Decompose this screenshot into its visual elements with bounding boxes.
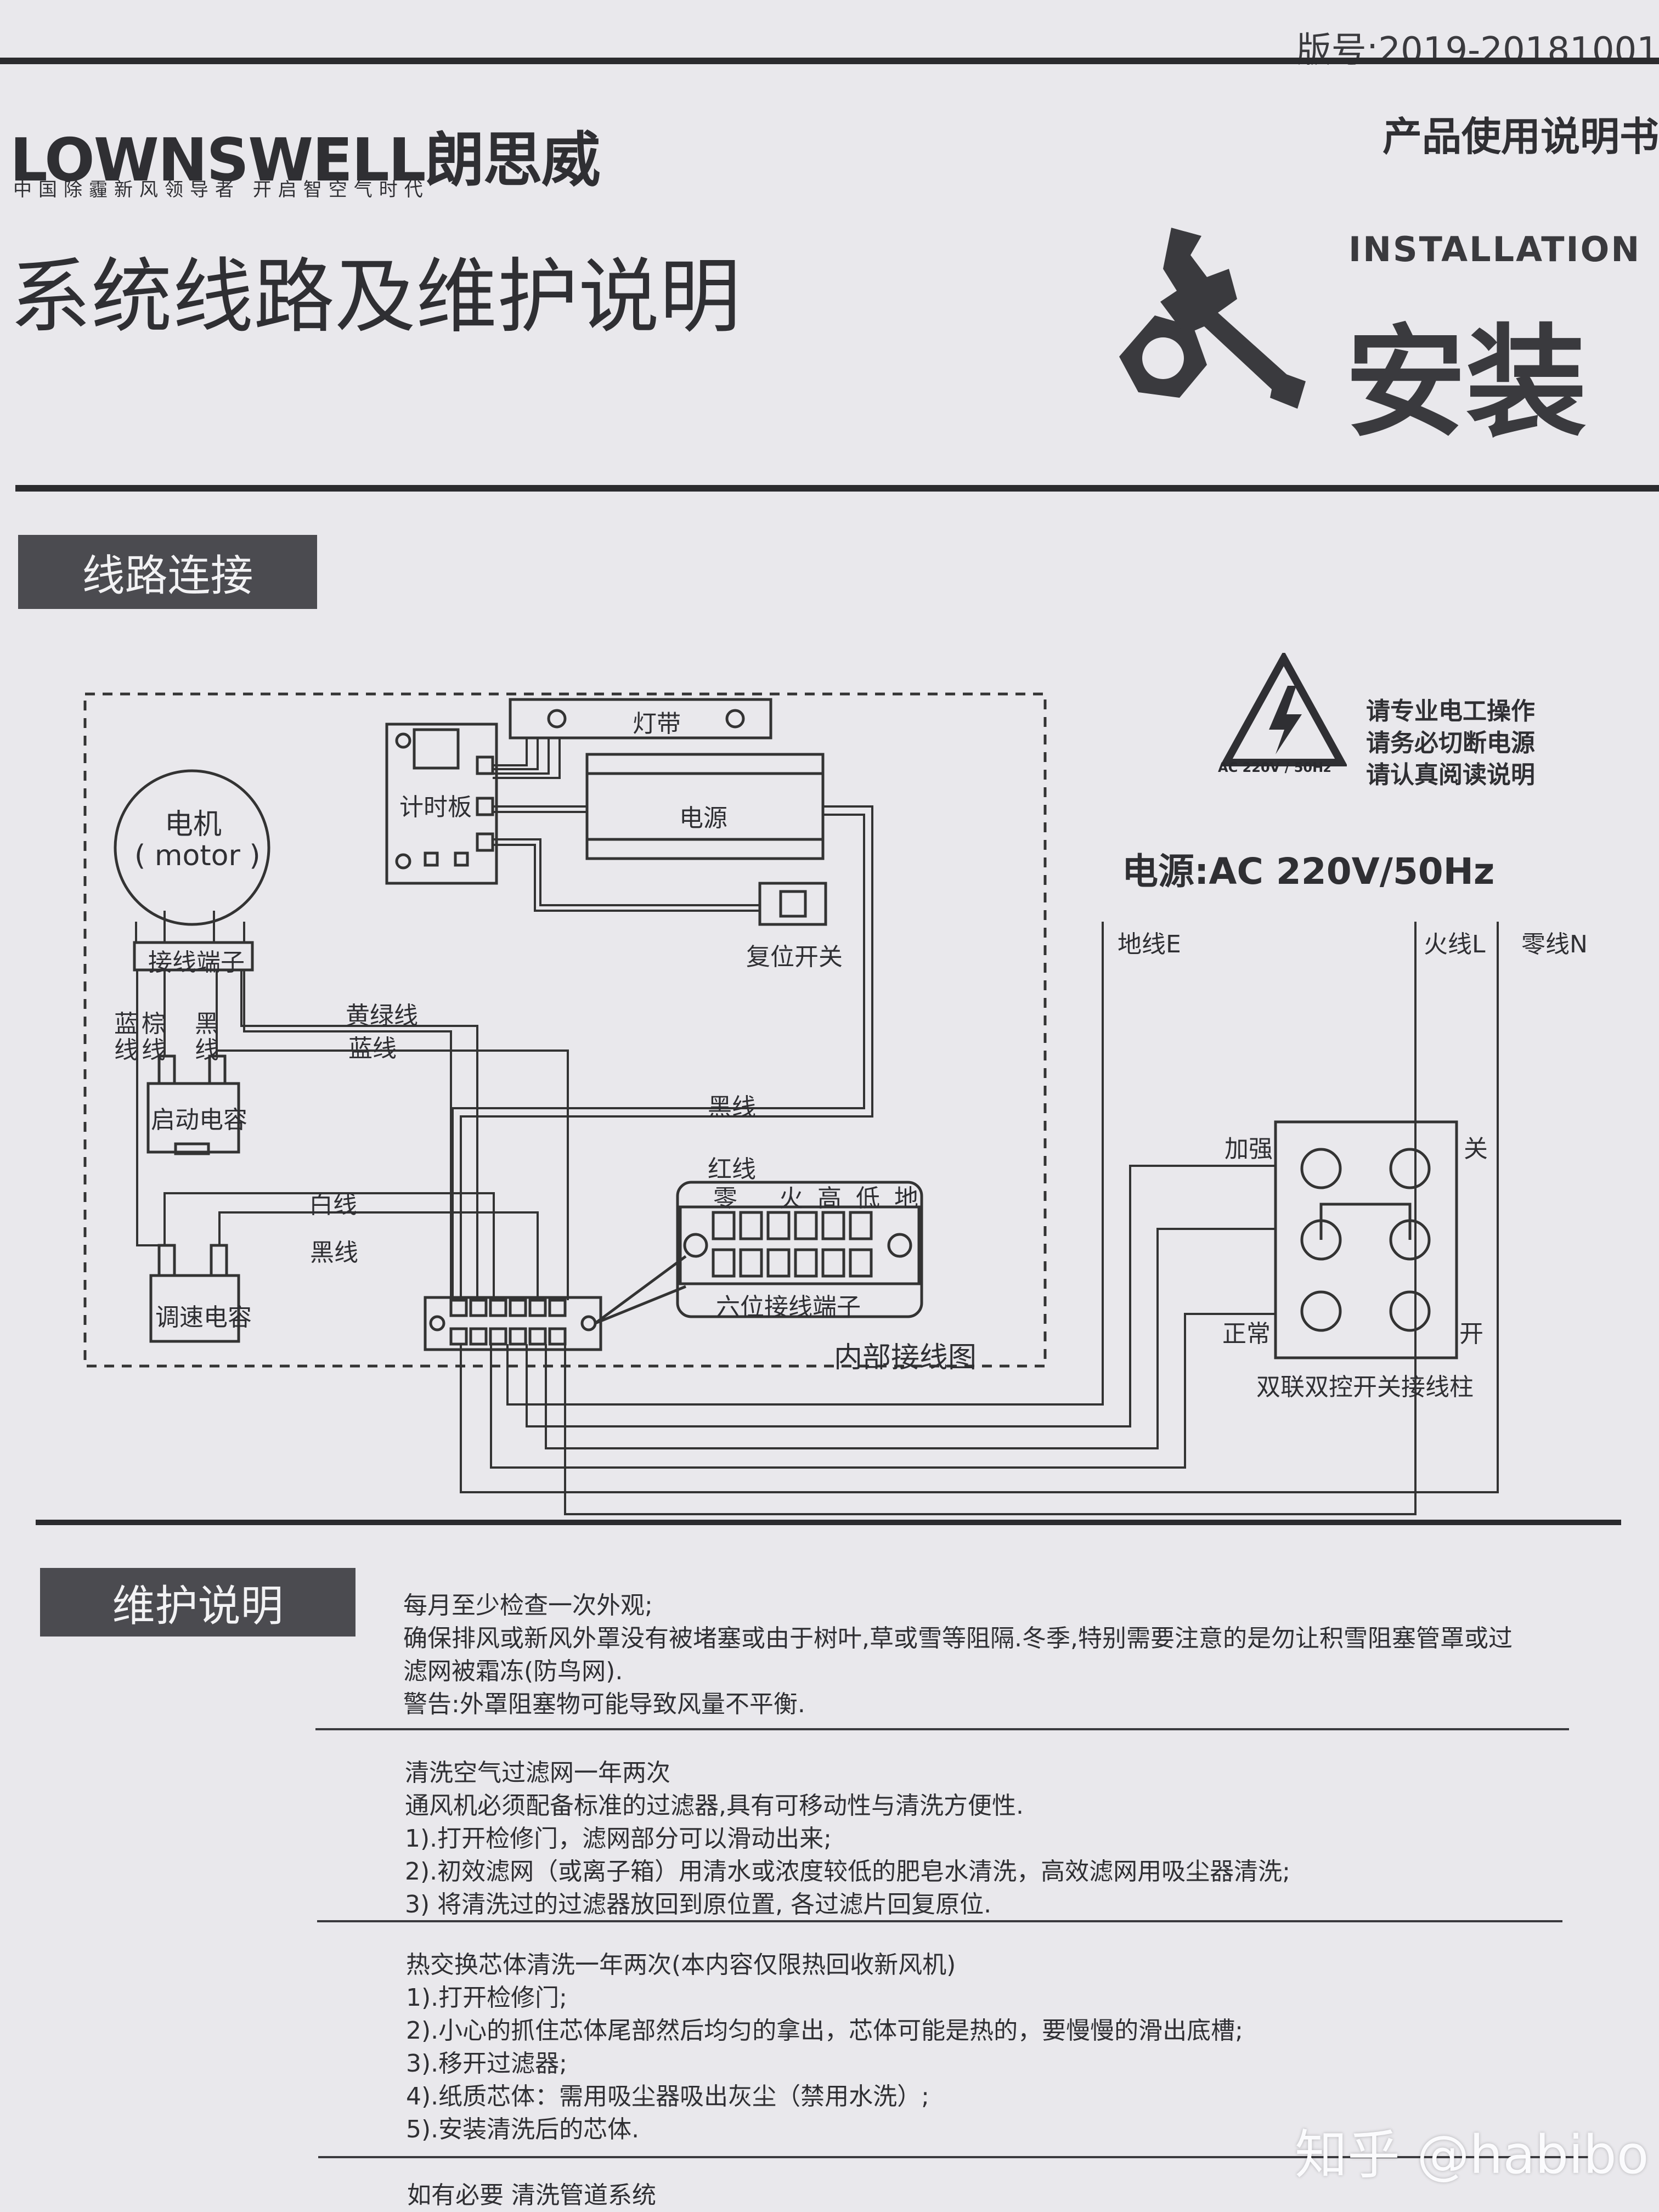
wiring-diagram <box>83 692 1499 1515</box>
blue-wire-label: 蓝线 <box>348 1035 397 1063</box>
maintenance-text: 如有必要 清洗管道系统 <box>407 2181 656 2209</box>
paragraph-divider <box>317 1920 1562 1922</box>
header-rule <box>0 58 1659 64</box>
warning-line-3: 请认真阅读说明 <box>1366 761 1535 789</box>
speed-capacitor-label: 调速电容 <box>155 1304 252 1331</box>
blue-wire-suffix: 线 <box>114 1036 138 1064</box>
start-capacitor-label: 启动电容 <box>151 1106 247 1134</box>
light-strip-box <box>509 698 772 740</box>
boost-label: 加强 <box>1224 1135 1273 1163</box>
light-strip-screw-right <box>725 709 745 729</box>
brown-label: 棕 <box>142 1010 166 1038</box>
yellow-green-wire-label: 黄绿线 <box>346 1002 418 1030</box>
power-spec: 电源:AC 220V/50Hz <box>1122 850 1495 893</box>
motor-label-cn: 电机 <box>165 808 222 841</box>
maintenance-text: 每月至少检查一次外观; <box>403 1592 653 1620</box>
brown-wire-suffix: 线 <box>142 1036 166 1064</box>
reset-switch-label: 复位开关 <box>746 943 843 971</box>
internal-diagram-label: 内部接线图 <box>834 1341 977 1374</box>
motor-label-en: ( motor ) <box>134 839 261 872</box>
black-label: 黑 <box>195 1010 219 1038</box>
main-terminal-bar <box>424 1296 602 1351</box>
wrench-nut-icon <box>1119 228 1306 409</box>
maintenance-text: 1).打开检修门; <box>406 1984 567 2012</box>
neutral-wire-label: 零线N <box>1521 930 1588 958</box>
wiring-section-label: 线路连接 <box>18 535 317 609</box>
off-label: 关 <box>1464 1135 1488 1163</box>
six-terminal-block <box>676 1181 923 1318</box>
six-terminal-label: 六位接线端子 <box>716 1293 861 1321</box>
maintenance-text: 清洗空气过滤网一年两次 <box>405 1759 670 1787</box>
high-voltage-warning-icon <box>1221 653 1347 766</box>
watermark: 知乎 @habibo <box>1295 2124 1649 2186</box>
paragraph-divider <box>315 1728 1569 1730</box>
motor-terminal-block <box>133 941 254 972</box>
terminal-position-labels: 零 火 高 低 地 <box>713 1184 922 1212</box>
maintenance-text: 警告:外罩阻塞物可能导致风量不平衡. <box>403 1690 805 1718</box>
light-strip-screw-left <box>547 709 567 729</box>
installation-cn: 安装 <box>1345 313 1587 453</box>
maintenance-text: 1).打开检修门，滤网部分可以滑动出来; <box>405 1825 832 1853</box>
start-capacitor-box <box>146 1082 240 1154</box>
white-wire-label: 白线 <box>309 1191 357 1219</box>
section-divider-2 <box>36 1520 1621 1525</box>
warning-line-1: 请专业电工操作 <box>1366 697 1535 725</box>
page-title: 系统线路及维护说明 <box>10 250 741 344</box>
warning-line-2: 请务必切断电源 <box>1366 729 1535 757</box>
ground-wire-label: 地线E <box>1118 930 1181 958</box>
brand-slogan: 中国除霾新风领导者 开启智空气时代 <box>13 179 430 201</box>
maintenance-text: 3) 将清洗过的过滤器放回到原位置, 各过滤片回复原位. <box>405 1891 992 1918</box>
maintenance-text: 3).移开过滤器; <box>406 2050 567 2078</box>
maintenance-section-label: 维护说明 <box>40 1568 356 1637</box>
maintenance-text: 确保排风或新风外罩没有被堵塞或由于树叶,草或雪等阻隔.冬季,特别需要注意的是勿让… <box>403 1624 1513 1652</box>
on-label: 开 <box>1459 1320 1483 1348</box>
paragraph-divider <box>318 2156 1591 2158</box>
enclosure-outline <box>83 692 1047 1368</box>
brand-logo: LOWNSWELL朗思威 <box>10 126 601 195</box>
timer-board-chip <box>413 728 460 770</box>
terminal-label: 接线端子 <box>148 949 245 977</box>
light-strip-label: 灯带 <box>633 710 681 738</box>
maintenance-text: 通风机必须配备标准的过滤器,具有可移动性与清洗方便性. <box>405 1792 1024 1820</box>
black-wire-label-2: 黑线 <box>310 1239 358 1267</box>
section-divider <box>15 485 1659 492</box>
installation-en: INSTALLATION <box>1348 229 1641 269</box>
normal-label: 正常 <box>1222 1320 1271 1348</box>
reset-switch-box <box>758 882 827 926</box>
double-switch-label: 双联双控开关接线柱 <box>1256 1373 1474 1401</box>
live-wire-label: 火线L <box>1424 930 1486 958</box>
motor-circle <box>114 769 270 926</box>
maintenance-text: 5).安装清洗后的芯体. <box>406 2115 640 2143</box>
maintenance-text: 2).初效滤网（或离子箱）用清水或浓度较低的肥皂水清洗，高效滤网用吸尘器清洗; <box>405 1858 1290 1886</box>
power-supply-label: 电源 <box>679 804 727 832</box>
maintenance-text: 2).小心的抓住芯体尾部然后均匀的拿出，芯体可能是热的，要慢慢的滑出底槽; <box>406 2017 1243 2045</box>
double-switch-box <box>1274 1120 1458 1359</box>
reset-switch-button <box>779 890 807 918</box>
warning-icon-caption: AC 220V / 50Hz <box>1218 760 1331 775</box>
speed-capacitor-box <box>149 1274 240 1343</box>
black-wire-suffix: 线 <box>195 1036 219 1064</box>
maintenance-text: 滤网被霜冻(防鸟网). <box>403 1657 623 1685</box>
black-wire-label: 黑线 <box>708 1093 756 1121</box>
maintenance-text: 热交换芯体清洗一年两次(本内容仅限热回收新风机) <box>406 1951 956 1979</box>
maintenance-text: 4).纸质芯体：需用吸尘器吸出灰尘（禁用水洗）; <box>406 2083 929 2111</box>
blue-label: 蓝 <box>114 1010 138 1038</box>
manual-title: 产品使用说明书 <box>1382 114 1659 160</box>
red-wire-label: 红线 <box>708 1155 756 1183</box>
timer-board-label: 计时板 <box>399 793 472 821</box>
timer-board-box <box>385 723 498 885</box>
